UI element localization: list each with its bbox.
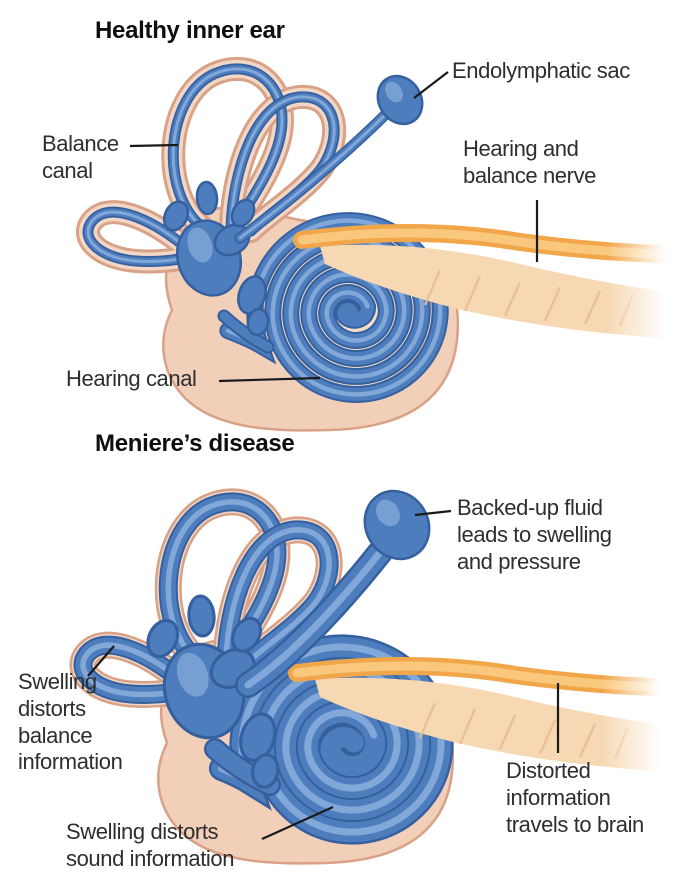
label-endolymphatic-sac: Endolymphatic sac — [452, 58, 630, 83]
leader-line-hearing-canal — [218, 376, 321, 383]
leader-line-balance-canal — [129, 143, 179, 148]
healthy-ear-illustration — [76, 56, 676, 432]
label-backed-up-fluid: Backed-up fluid leads to swelling and pr… — [457, 495, 612, 574]
leader-line-endolymphatic-sac — [413, 71, 449, 99]
label-balance-canal: Balance canal — [42, 131, 119, 183]
hearing-balance-nerve — [288, 638, 671, 788]
label-hearing-balance-nerve: Hearing and balance nerve — [463, 136, 597, 188]
label-swelling-distorts-balance: Swelling distorts balance information — [18, 669, 123, 775]
endolymphatic-sac — [234, 74, 424, 244]
leader-line-backed-up-fluid — [414, 509, 452, 517]
panel-title-healthy: Healthy inner ear — [95, 17, 285, 44]
vestibule — [162, 180, 270, 337]
leader-line-swelling-sound — [261, 805, 334, 841]
hearing-balance-nerve — [293, 205, 676, 355]
label-swelling-distorts-sound: Swelling distorts sound information — [66, 819, 235, 871]
label-distorted-information: Distorted information travels to brain — [506, 758, 644, 837]
label-hearing-canal: Hearing canal — [66, 366, 197, 391]
panel-title-meniere: Meniere’s disease — [95, 430, 295, 457]
leader-line-swelling-balance — [87, 645, 115, 677]
vestibule-swollen — [146, 594, 280, 789]
endolymphatic-sac-swollen — [235, 489, 431, 698]
meniere-ear-illustration — [69, 488, 671, 865]
